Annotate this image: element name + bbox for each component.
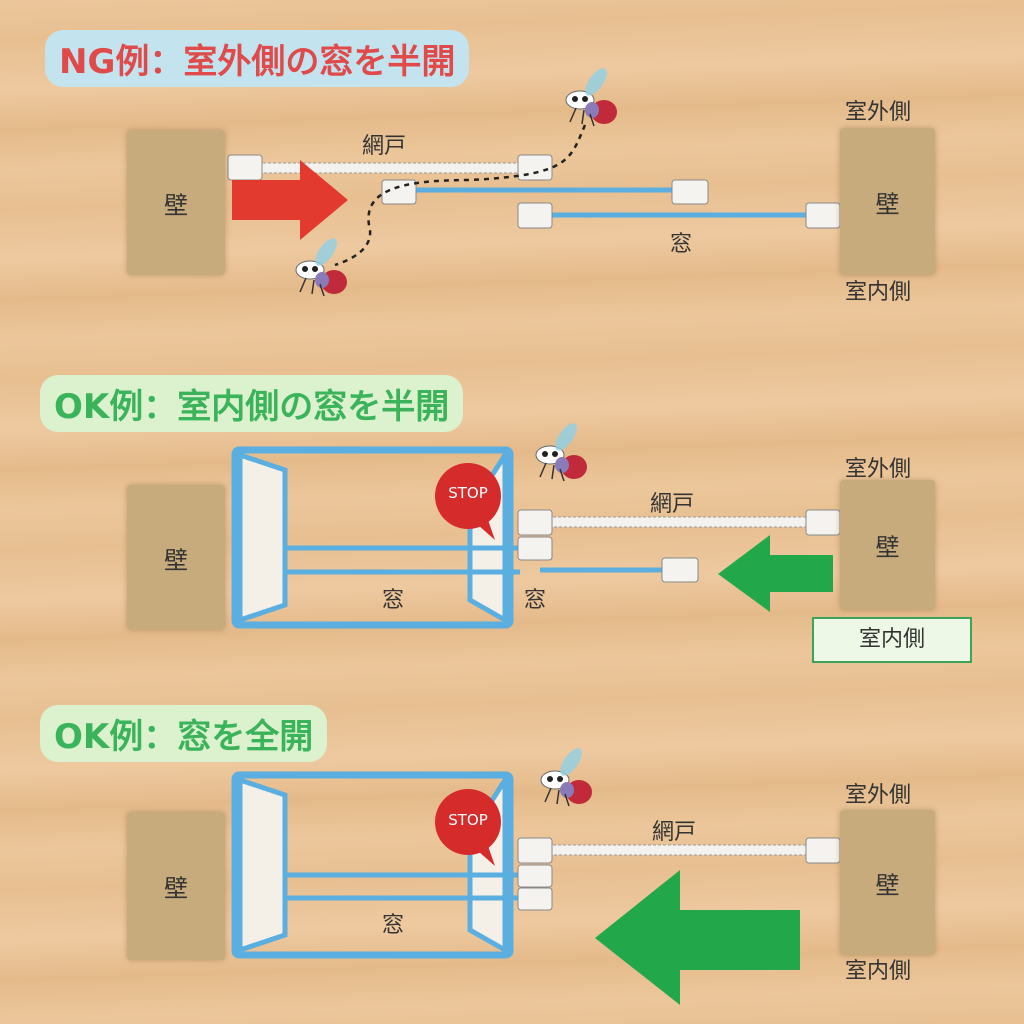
screen-label: 網戸 [362, 134, 407, 159]
outdoor-label: 室外側 [845, 783, 912, 808]
window-label: 窓 [670, 232, 693, 257]
mosquito-path [334, 124, 587, 267]
big-green-arrow-icon [595, 870, 800, 1005]
wall-label: 壁 [164, 191, 188, 219]
mosquito-icon [565, 64, 618, 127]
screen-label: 網戸 [650, 492, 695, 517]
green-arrow-icon [718, 535, 833, 612]
left-wall: 壁 [127, 130, 225, 275]
left-wall: 壁 [127, 485, 225, 630]
wall-label: 壁 [164, 546, 188, 574]
indoor-label-highlight: 室内側 [812, 617, 972, 663]
indoor-label: 室内側 [845, 959, 912, 984]
stop-text: STOP [448, 484, 488, 502]
ng-diagram [227, 64, 841, 297]
right-wall: 壁 [840, 480, 935, 610]
mosquito-icon [535, 419, 588, 482]
window-label: 窓 [382, 913, 405, 938]
ok-half-title: OK例：室内側の窓を半開 [40, 375, 464, 432]
window-label: 窓 [524, 588, 547, 613]
wall-label: 壁 [875, 533, 900, 562]
screen-rail [227, 162, 551, 174]
mosquito-icon [540, 744, 593, 807]
stop-sign-icon [435, 463, 501, 529]
stop-sign-icon [435, 789, 501, 855]
indoor-label: 室内側 [845, 280, 912, 305]
outdoor-label: 室外側 [845, 457, 912, 482]
stop-text: STOP [448, 811, 488, 829]
ok-full-diagram [231, 744, 841, 1005]
right-wall: 壁 [840, 128, 935, 275]
right-wall: 壁 [840, 810, 935, 955]
ok-full-title: OK例：窓を全開 [40, 705, 328, 762]
wall-label: 壁 [875, 871, 900, 899]
ok-half-diagram [231, 419, 841, 629]
wall-label: 壁 [875, 190, 900, 218]
window-label: 窓 [382, 588, 405, 613]
outdoor-label: 室外側 [845, 100, 912, 125]
mosquito-icon [295, 234, 348, 297]
ng-title: NG例：室外側の窓を半開 [45, 30, 470, 87]
screen-label: 網戸 [652, 820, 697, 845]
wall-label: 壁 [164, 874, 188, 903]
left-wall: 壁 [127, 812, 225, 960]
red-arrow-icon [232, 160, 348, 240]
